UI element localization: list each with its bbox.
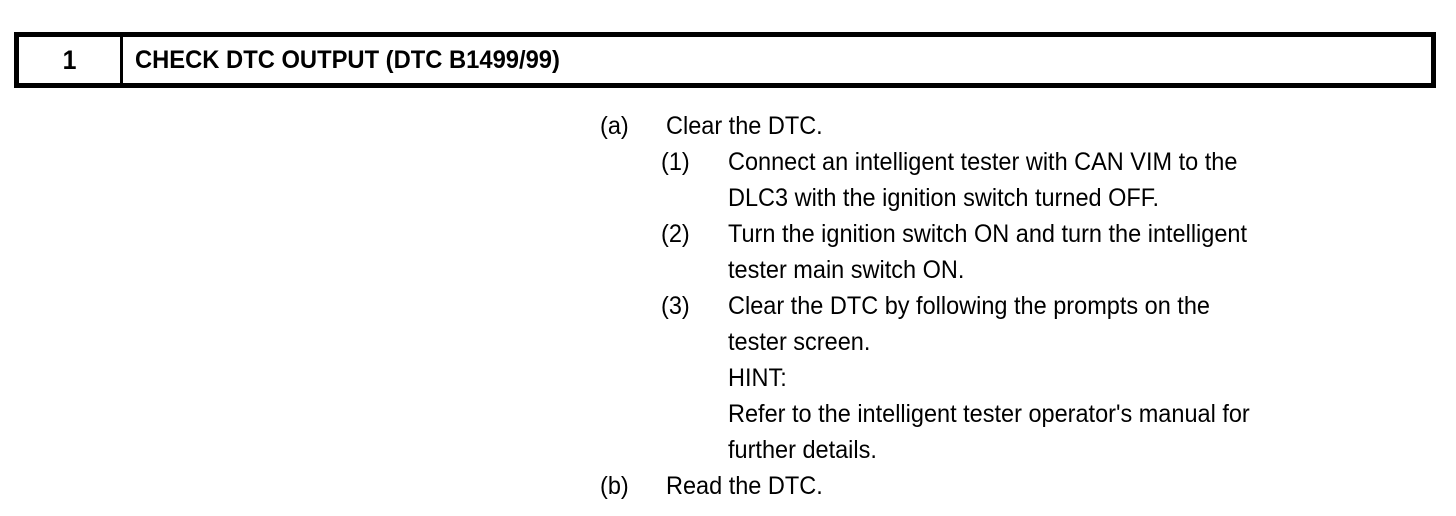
procedure-item-a: (a) Clear the DTC. (0, 108, 1456, 144)
procedure-item-a-1: (1) Connect an intelligent tester with C… (0, 144, 1456, 216)
procedure-text: Turn the ignition switch ON and turn the… (728, 216, 1412, 288)
procedure-marker: (b) (600, 472, 629, 500)
procedure-text: Clear the DTC. (666, 108, 1409, 144)
procedure-text: Clear the DTC by following the prompts o… (728, 288, 1412, 468)
procedure-marker: (3) (661, 292, 690, 320)
step-header-box: 1 CHECK DTC OUTPUT (DTC B1499/99) (14, 32, 1436, 88)
text-line: Turn the ignition switch ON and turn the… (728, 220, 1248, 248)
procedure-text: Read the DTC. (666, 468, 1409, 504)
procedure-marker: (2) (661, 220, 690, 248)
procedure-marker: (1) (661, 148, 690, 176)
text-line: Read the DTC. (666, 472, 823, 500)
hint-label: HINT: (728, 364, 787, 392)
procedure-item-a-2: (2) Turn the ignition switch ON and turn… (0, 216, 1456, 288)
procedure-body: (a) Clear the DTC. (1) Connect an intell… (0, 108, 1456, 504)
text-line: Clear the DTC by following the prompts o… (728, 292, 1210, 320)
text-line: Refer to the intelligent tester operator… (728, 400, 1250, 428)
text-line: Connect an intelligent tester with CAN V… (728, 148, 1238, 176)
step-title: CHECK DTC OUTPUT (DTC B1499/99) (135, 45, 560, 74)
text-line: tester screen. (728, 328, 871, 356)
procedure-item-a-3: (3) Clear the DTC by following the promp… (0, 288, 1456, 468)
procedure-item-b: (b) Read the DTC. (0, 468, 1456, 504)
text-line: Clear the DTC. (666, 112, 823, 140)
text-line: tester main switch ON. (728, 256, 965, 284)
text-line: DLC3 with the ignition switch turned OFF… (728, 184, 1160, 212)
procedure-text: Connect an intelligent tester with CAN V… (728, 144, 1412, 216)
procedure-marker: (a) (600, 112, 629, 140)
text-line: further details. (728, 436, 877, 464)
step-number-cell: 1 (19, 37, 123, 83)
step-number: 1 (62, 44, 77, 75)
step-title-cell: CHECK DTC OUTPUT (DTC B1499/99) (123, 37, 1431, 83)
